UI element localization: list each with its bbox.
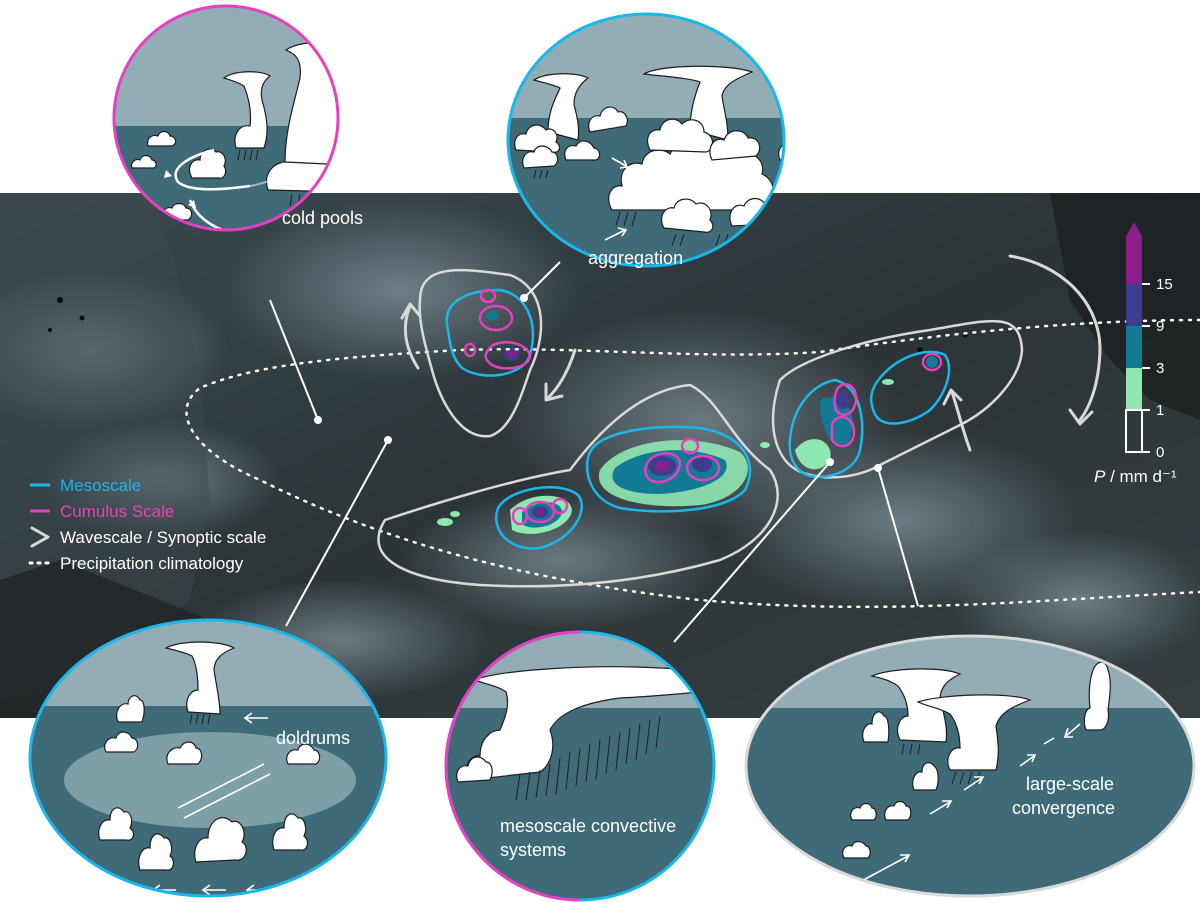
doldrums-bubble: doldrums [28,618,388,898]
legend-label-cumulus: Cumulus Scale [60,502,174,521]
doldrums-label: doldrums [276,728,350,748]
convergence-label-line1: large-scale [1026,774,1114,794]
cumulus-outlines [463,288,943,526]
arrow-right-icon [30,526,50,548]
colorbar-tick: 0 [1156,444,1164,461]
legend-item-wavescale: Wavescale / Synoptic scale [30,526,266,548]
legend-label-mesoscale: Mesoscale [60,476,141,495]
mcs-label-line1: mesoscale convective [500,816,676,836]
connector-points [314,294,882,472]
colorbar-label-units: / mm d⁻¹ [1105,467,1177,486]
legend-label-wavescale: Wavescale / Synoptic scale [60,528,266,547]
colorbar-label-var: P [1094,467,1106,486]
wavescale-outlines [377,268,1024,588]
mcs-label-line2: systems [500,840,566,860]
legend-item-mesoscale: Mesoscale [30,476,141,495]
cold-pools-label: cold pools [282,208,363,228]
colorbar-tick: 15 [1156,276,1173,293]
legend-label-climatology: Precipitation climatology [60,554,244,573]
colorbar-tick: 9 [1156,318,1164,335]
convergence-label-line2: convergence [1012,798,1115,818]
colorbar: 15 9 3 1 0 P / mm d⁻¹ [1094,222,1177,486]
colorbar-extend-arrow [1126,222,1142,236]
aggregation-label: aggregation [588,248,683,268]
connector-lines [269,261,919,643]
legend: Mesoscale Cumulus Scale Wavescale / Syno… [28,476,266,573]
colorbar-tick: 3 [1156,360,1164,377]
precipitation-field [437,311,938,534]
wavescale-arrows [400,254,1102,452]
legend-item-cumulus: Cumulus Scale [30,502,174,521]
legend-item-climatology: Precipitation climatology [28,554,244,573]
cold-pools-bubble: cold pools [112,4,363,232]
colorbar-label: P / mm d⁻¹ [1094,467,1177,486]
colorbar-tick: 1 [1156,402,1164,419]
